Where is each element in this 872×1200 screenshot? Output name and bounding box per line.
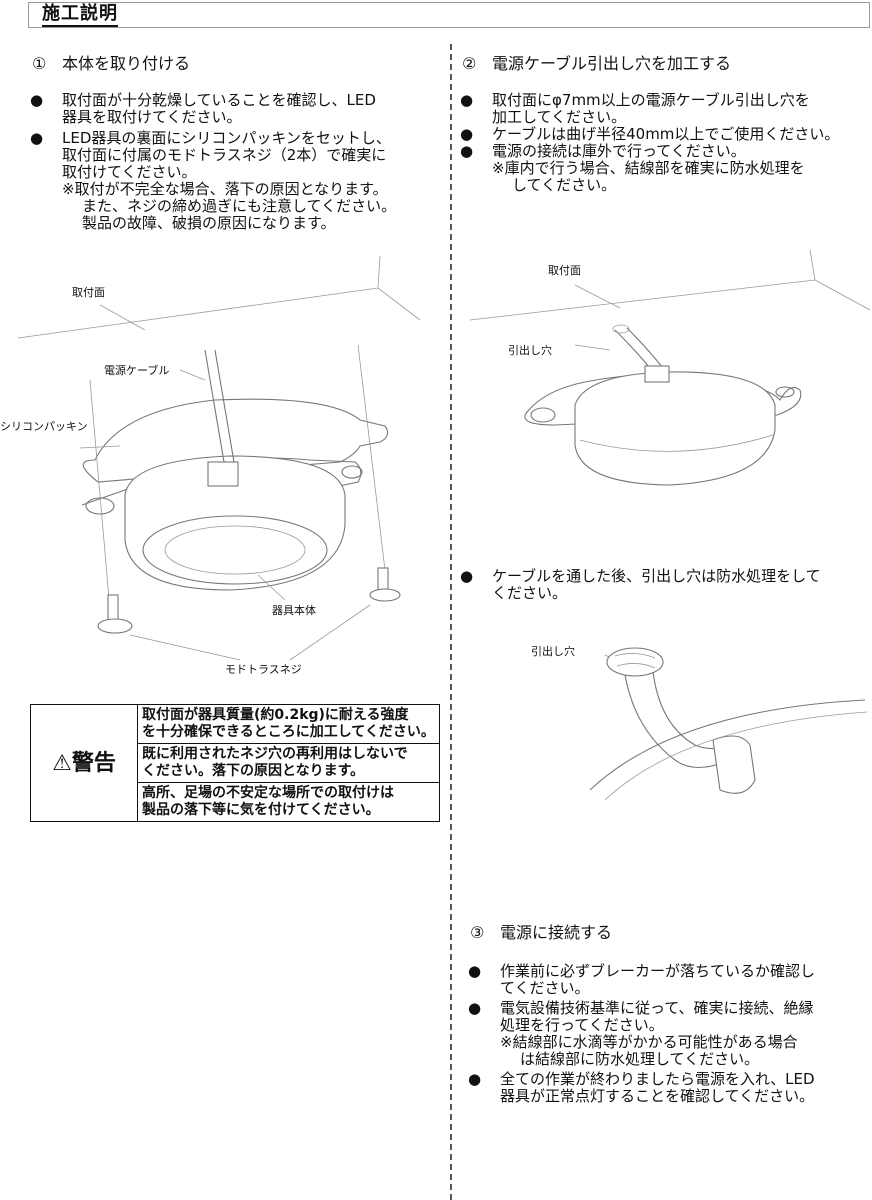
screw-guide-lines	[89, 344, 386, 611]
fixture-body-shape	[574, 371, 776, 486]
leader-line	[574, 344, 611, 351]
note-line: は結線部に防水処理してください。	[520, 1050, 760, 1068]
leader-line	[179, 369, 206, 381]
label-mount-surface: 取付面	[548, 264, 581, 277]
step1-bullets: ●取付面が十分乾燥していることを確認し、LED 器具を取付けてください。 ●LE…	[30, 92, 396, 232]
step2-waterproof-diagram	[589, 647, 868, 801]
step2-hole-diagram	[469, 249, 871, 486]
step3-number: ③	[470, 923, 485, 942]
warning-label-cell: ⚠警告	[30, 704, 138, 822]
list-item-cont: 取付面に付属のモドトラスネジ（2本）で確実に	[62, 146, 387, 164]
mount-surface-outline	[469, 249, 871, 321]
power-cable-shape	[204, 349, 236, 469]
screw-hole	[775, 386, 795, 398]
leader-line	[574, 284, 621, 309]
note-line: してください。	[512, 176, 617, 194]
screw-hole	[341, 465, 363, 479]
label-mount-surface: 取付面	[72, 286, 105, 299]
step2-title: 電源ケーブル引出し穴を加工する	[492, 54, 732, 73]
bullet-icon: ●	[468, 1070, 482, 1088]
bullet-icon: ●	[468, 999, 482, 1017]
list-item: ●取付面が十分乾燥していることを確認し、LED	[30, 91, 376, 109]
step2-heading: ② 電源ケーブル引出し穴を加工する	[462, 54, 731, 74]
bullet-icon: ●	[30, 129, 44, 147]
seal-texture	[614, 653, 656, 669]
warning-table: ⚠警告 取付面が器具質量(約0.2kg)に耐える強度を十分確保できるところに加工…	[30, 704, 440, 822]
note-line: ※庫内で行う場合、結線部を確実に防水処理を	[492, 159, 805, 177]
step3-bullets: ●作業前に必ずブレーカーが落ちているか確認し てください。 ●電気設備技術基準に…	[468, 963, 815, 1105]
fixture-ring	[579, 434, 774, 452]
bullet-icon: ●	[460, 567, 474, 585]
bullet-icon: ●	[30, 91, 44, 109]
list-item: ●LED器具の裏面にシリコンパッキンをセットし、	[30, 129, 391, 147]
warning-row: 高所、足場の不安定な場所での取付けは製品の落下等に気を付けてください。	[137, 782, 440, 822]
list-item-cont: 処理を行ってください。	[500, 1016, 664, 1034]
cable-gland	[644, 365, 670, 383]
note-line: ※結線部に水滴等がかかる可能性がある場合	[500, 1033, 798, 1051]
list-item: ●電気設備技術基準に従って、確実に接続、絶縁	[468, 999, 814, 1017]
step1-heading: ① 本体を取り付ける	[32, 54, 190, 74]
flange-outline	[524, 373, 802, 426]
list-item: ●取付面にφ7mm以上の電源ケーブル引出し穴を	[460, 91, 810, 109]
label-fixture-body: 器具本体	[272, 604, 316, 617]
step1-installation-diagram	[17, 255, 421, 661]
page-title: 施工説明	[42, 3, 118, 27]
leader-line	[99, 304, 146, 331]
list-item: ●全ての作業が終わりましたら電源を入れ、LED	[468, 1070, 815, 1088]
step2-number: ②	[462, 54, 477, 73]
step2-bullets: ●取付面にφ7mm以上の電源ケーブル引出し穴を 加工してください。 ●ケーブルは…	[460, 92, 839, 194]
label-hole2: 引出し穴	[531, 645, 575, 658]
list-item-cont: 加工してください。	[492, 108, 627, 126]
hole-opening	[612, 324, 630, 334]
warning-row: 取付面が器具質量(約0.2kg)に耐える強度を十分確保できるところに加工してくだ…	[137, 704, 440, 744]
column-divider	[450, 44, 452, 1200]
step2-after-bullet: ●ケーブルを通した後、引出し穴は防水処理をして ください。	[460, 568, 821, 602]
step3-heading: ③ 電源に接続する	[470, 923, 612, 943]
label-silicone-packing: シリコンパッキン	[0, 420, 88, 433]
step3-title: 電源に接続する	[500, 923, 613, 942]
list-item-cont: 取付けてください。	[62, 163, 197, 181]
waterproof-seal	[606, 647, 664, 677]
label-power-cable: 電源ケーブル	[104, 364, 170, 377]
cable-gland	[207, 461, 239, 487]
cable-gland	[712, 735, 756, 794]
cable-shape	[614, 327, 664, 369]
list-item: ●ケーブルは曲げ半径40mm以上でご使用ください。	[460, 125, 840, 143]
list-item-cont: 器具が正常点灯することを確認してください。	[500, 1087, 815, 1105]
note-line: また、ネジの締め過ぎにも注意してください。	[82, 197, 397, 215]
note-line: ※取付が不完全な場合、落下の原因となります。	[62, 180, 388, 198]
step1-number: ①	[32, 54, 47, 73]
leader-line	[79, 445, 121, 449]
list-item-cont: てください。	[500, 979, 590, 997]
list-item: ●電源の接続は庫外で行ってください。	[460, 142, 746, 160]
bullet-icon: ●	[468, 962, 482, 980]
list-item-cont: 器具を取付けてください。	[62, 108, 242, 126]
list-item-cont: ください。	[492, 584, 568, 602]
label-screw: モドトラスネジ	[225, 663, 302, 676]
list-item: ●作業前に必ずブレーカーが落ちているか確認し	[468, 962, 816, 980]
leader-line	[129, 574, 371, 661]
screw-left-icon	[97, 594, 133, 634]
note-line: 製品の故障、破損の原因になります。	[82, 214, 336, 232]
mount-surface-outline	[17, 255, 421, 339]
bullet-icon: ●	[460, 91, 474, 109]
screw-hole	[530, 407, 556, 423]
fixture-lens-inner	[164, 525, 306, 575]
bullet-icon: ●	[460, 125, 474, 143]
warning-row: 既に利用されたネジ穴の再利用はしないでください。落下の原因となります。	[137, 743, 440, 783]
fixture-edge	[589, 699, 866, 791]
fixture-lens	[142, 515, 328, 585]
list-item: ●ケーブルを通した後、引出し穴は防水処理をして	[460, 567, 821, 585]
label-hole: 引出し穴	[508, 344, 552, 357]
title-frame	[28, 2, 870, 28]
warning-label: 警告	[71, 750, 116, 776]
fixture-body-shape	[124, 455, 346, 591]
step1-title: 本体を取り付ける	[62, 54, 191, 73]
screw-hole	[85, 497, 115, 515]
screw-right-icon	[369, 567, 401, 602]
warning-icon: ⚠	[52, 750, 72, 776]
bullet-icon: ●	[460, 142, 474, 160]
fixture-edge-inner	[604, 711, 868, 801]
